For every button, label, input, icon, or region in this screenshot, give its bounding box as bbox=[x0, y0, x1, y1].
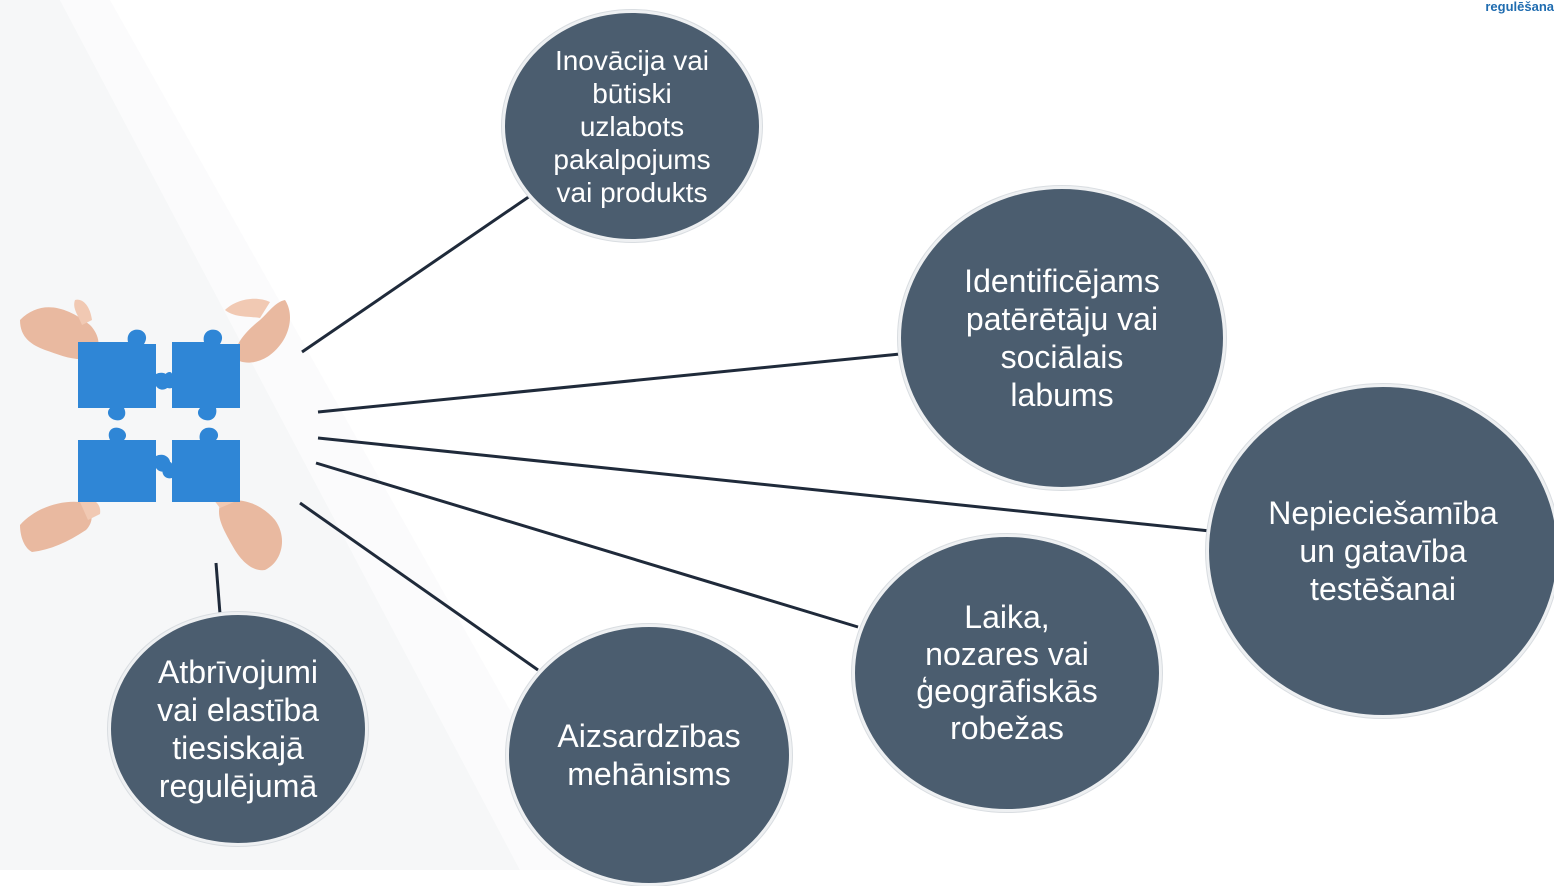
puzzle-piece-top-left bbox=[78, 329, 171, 421]
bubble-benefit-label: Identificējams patērētāju vai sociālais … bbox=[964, 263, 1160, 413]
connector-innovation bbox=[301, 194, 531, 354]
puzzle-piece-bottom-right bbox=[162, 427, 240, 502]
bubble-safeguards: Aizsardzības mehānisms bbox=[506, 624, 792, 886]
puzzle-piece-top-right bbox=[162, 329, 240, 421]
bubble-safeguards-label: Aizsardzības mehānisms bbox=[557, 718, 741, 792]
hand-top-right bbox=[225, 298, 290, 363]
connector-safeguards bbox=[299, 501, 539, 672]
connector-exemptions bbox=[214, 562, 222, 615]
bubble-need: Nepieciešamība un gatavība testēšanai bbox=[1206, 384, 1554, 718]
bubble-exemptions: Atbrīvojumi vai elastība tiesiskajā regu… bbox=[108, 612, 368, 846]
hand-bottom-left bbox=[20, 499, 101, 552]
bubble-innovation: Inovācija vai būtiski uzlabots pakalpoju… bbox=[502, 10, 762, 242]
puzzle-piece-bottom-left bbox=[78, 427, 171, 502]
bubble-exemptions-label: Atbrīvojumi vai elastība tiesiskajā regu… bbox=[157, 654, 319, 804]
connector-need bbox=[317, 436, 1211, 533]
bubble-need-label: Nepieciešamība un gatavība testēšanai bbox=[1268, 495, 1498, 607]
bubble-boundaries: Laika, nozares vai ģeogrāfiskās robežas bbox=[852, 534, 1162, 812]
bubble-innovation-label: Inovācija vai būtiski uzlabots pakalpoju… bbox=[553, 44, 711, 208]
puzzle-hands-image bbox=[20, 298, 290, 571]
connector-boundaries bbox=[315, 461, 859, 629]
connector-benefit bbox=[317, 352, 901, 414]
bubble-benefit: Identificējams patērētāju vai sociālais … bbox=[898, 186, 1226, 490]
bubble-boundaries-label: Laika, nozares vai ģeogrāfiskās robežas bbox=[916, 599, 1098, 746]
header-corner-text: regulēšana bbox=[1485, 0, 1554, 14]
